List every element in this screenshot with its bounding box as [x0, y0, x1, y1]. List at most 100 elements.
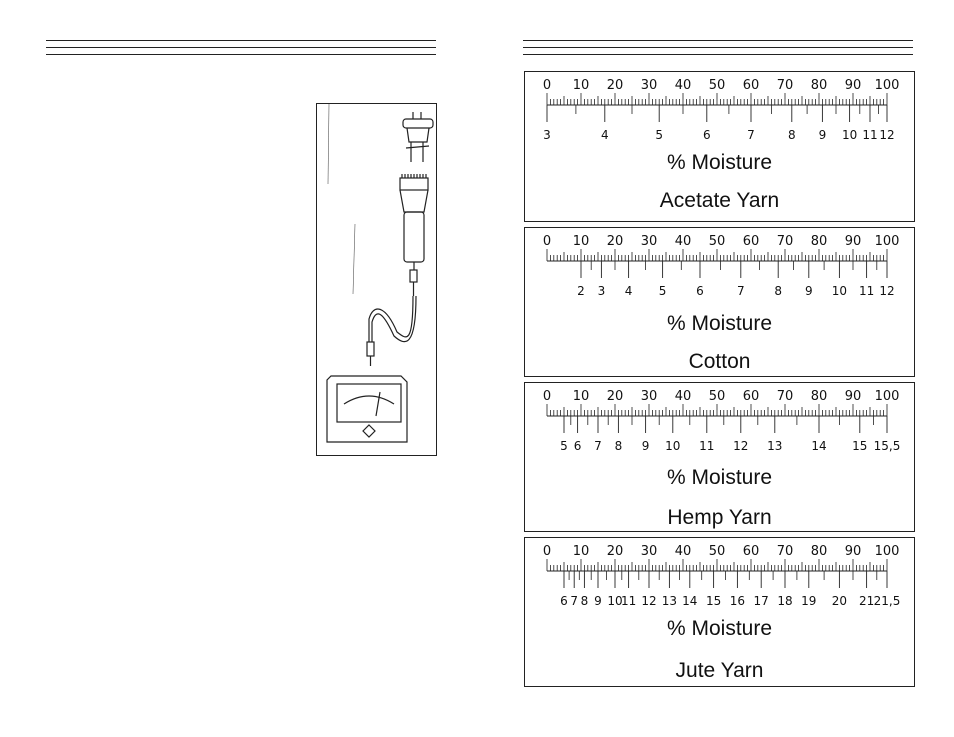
bottom-scale-label: 21,5 [874, 594, 901, 608]
top-scale-label: 20 [607, 544, 624, 559]
left-header-rule-bottom [46, 54, 436, 55]
bottom-scale-label: 11 [859, 284, 874, 298]
comb-electrode-icon [399, 174, 429, 270]
top-scale-label: 70 [777, 389, 794, 404]
bottom-scale-label: 16 [730, 594, 745, 608]
scale-title: Hemp Yarn [667, 506, 772, 529]
bottom-scale-label: 9 [805, 284, 813, 298]
top-scale-label: 10 [573, 389, 590, 404]
bottom-scale-label: 13 [767, 439, 782, 453]
bottom-scale-label: 8 [774, 284, 782, 298]
cable-icon [366, 269, 418, 366]
top-scale-label: 60 [743, 234, 760, 249]
right-header-rule-top [523, 40, 913, 41]
top-scale-label: 30 [641, 234, 658, 249]
moisture-label: % Moisture [666, 466, 773, 489]
bottom-scale-label: 8 [581, 594, 589, 608]
right-header-rule-mid [523, 47, 913, 48]
top-scale-label: 50 [709, 544, 726, 559]
bottom-scale-label: 11 [621, 594, 636, 608]
top-scale-label: 30 [641, 389, 658, 404]
bottom-scale-label: 10 [832, 284, 847, 298]
scale-title: Jute Yarn [675, 659, 764, 682]
top-scale-label: 30 [641, 544, 658, 559]
top-scale-label: 90 [845, 78, 862, 93]
top-scale-label: 100 [875, 544, 900, 559]
moisture-label: % Moisture [666, 617, 773, 640]
top-scale-label: 90 [845, 389, 862, 404]
top-scale-label: 0 [543, 389, 551, 404]
bottom-scale-label: 12 [879, 128, 894, 142]
bottom-scale-label: 18 [777, 594, 792, 608]
bottom-scale-label: 21 [859, 594, 874, 608]
bottom-scale-label: 10 [665, 439, 680, 453]
top-scale-label: 10 [573, 234, 590, 249]
top-scale-label: 50 [709, 389, 726, 404]
bottom-scale-label: 4 [625, 284, 633, 298]
top-scale-label: 100 [875, 78, 900, 93]
top-scale-label: 10 [573, 78, 590, 93]
top-scale-label: 90 [845, 234, 862, 249]
top-scale-label: 100 [875, 234, 900, 249]
bottom-scale-label: 6 [696, 284, 704, 298]
top-scale-label: 80 [811, 544, 828, 559]
bottom-scale-label: 9 [819, 128, 827, 142]
top-scale-label: 0 [543, 78, 551, 93]
right-header-rule-bottom [523, 54, 913, 55]
moisture-meter-illustration [316, 103, 437, 456]
top-scale-label: 20 [607, 78, 624, 93]
bottom-scale-label: 10 [842, 128, 857, 142]
top-scale-label: 60 [743, 389, 760, 404]
top-scale-label: 70 [777, 544, 794, 559]
bottom-scale-label: 7 [594, 439, 602, 453]
scale-title: Cotton [688, 350, 751, 373]
top-scale-label: 70 [777, 78, 794, 93]
left-header-rule-mid [46, 47, 436, 48]
bottom-scale-label: 6 [703, 128, 711, 142]
bottom-scale-label: 19 [801, 594, 816, 608]
bottom-scale-label: 5 [560, 439, 568, 453]
bottom-scale-label: 8 [788, 128, 796, 142]
bottom-scale-label: 9 [642, 439, 650, 453]
top-scale-label: 80 [811, 78, 828, 93]
bottom-scale-label: 12 [641, 594, 656, 608]
bottom-scale-label: 6 [560, 594, 568, 608]
bottom-scale-label: 6 [574, 439, 582, 453]
top-scale-label: 40 [675, 78, 692, 93]
top-scale-label: 30 [641, 78, 658, 93]
top-scale-label: 40 [675, 389, 692, 404]
bottom-scale-label: 11 [699, 439, 714, 453]
top-scale-label: 50 [709, 234, 726, 249]
bottom-scale-label: 9 [594, 594, 602, 608]
top-scale-label: 40 [675, 544, 692, 559]
bottom-scale-label: 11 [862, 128, 877, 142]
top-scale-label: 50 [709, 78, 726, 93]
bottom-scale-label: 14 [811, 439, 826, 453]
top-scale-label: 80 [811, 234, 828, 249]
bottom-scale-label: 15 [706, 594, 721, 608]
left-header-rule-top [46, 40, 436, 41]
bottom-scale-label: 12 [879, 284, 894, 298]
top-scale-label: 80 [811, 389, 828, 404]
bottom-scale-label: 7 [747, 128, 755, 142]
top-scale-label: 20 [607, 234, 624, 249]
scale-title: Acetate Yarn [659, 189, 780, 212]
bottom-scale-label: 4 [601, 128, 609, 142]
moisture-label: % Moisture [666, 151, 773, 174]
meter-drawing [326, 104, 434, 443]
bottom-scale-label: 7 [570, 594, 578, 608]
bottom-scale-label: 2 [577, 284, 585, 298]
bottom-scale-label: 3 [598, 284, 606, 298]
bottom-scale-label: 13 [662, 594, 677, 608]
top-scale-label: 10 [573, 544, 590, 559]
top-scale-label: 60 [743, 78, 760, 93]
top-scale-label: 90 [845, 544, 862, 559]
bottom-scale-label: 20 [832, 594, 847, 608]
